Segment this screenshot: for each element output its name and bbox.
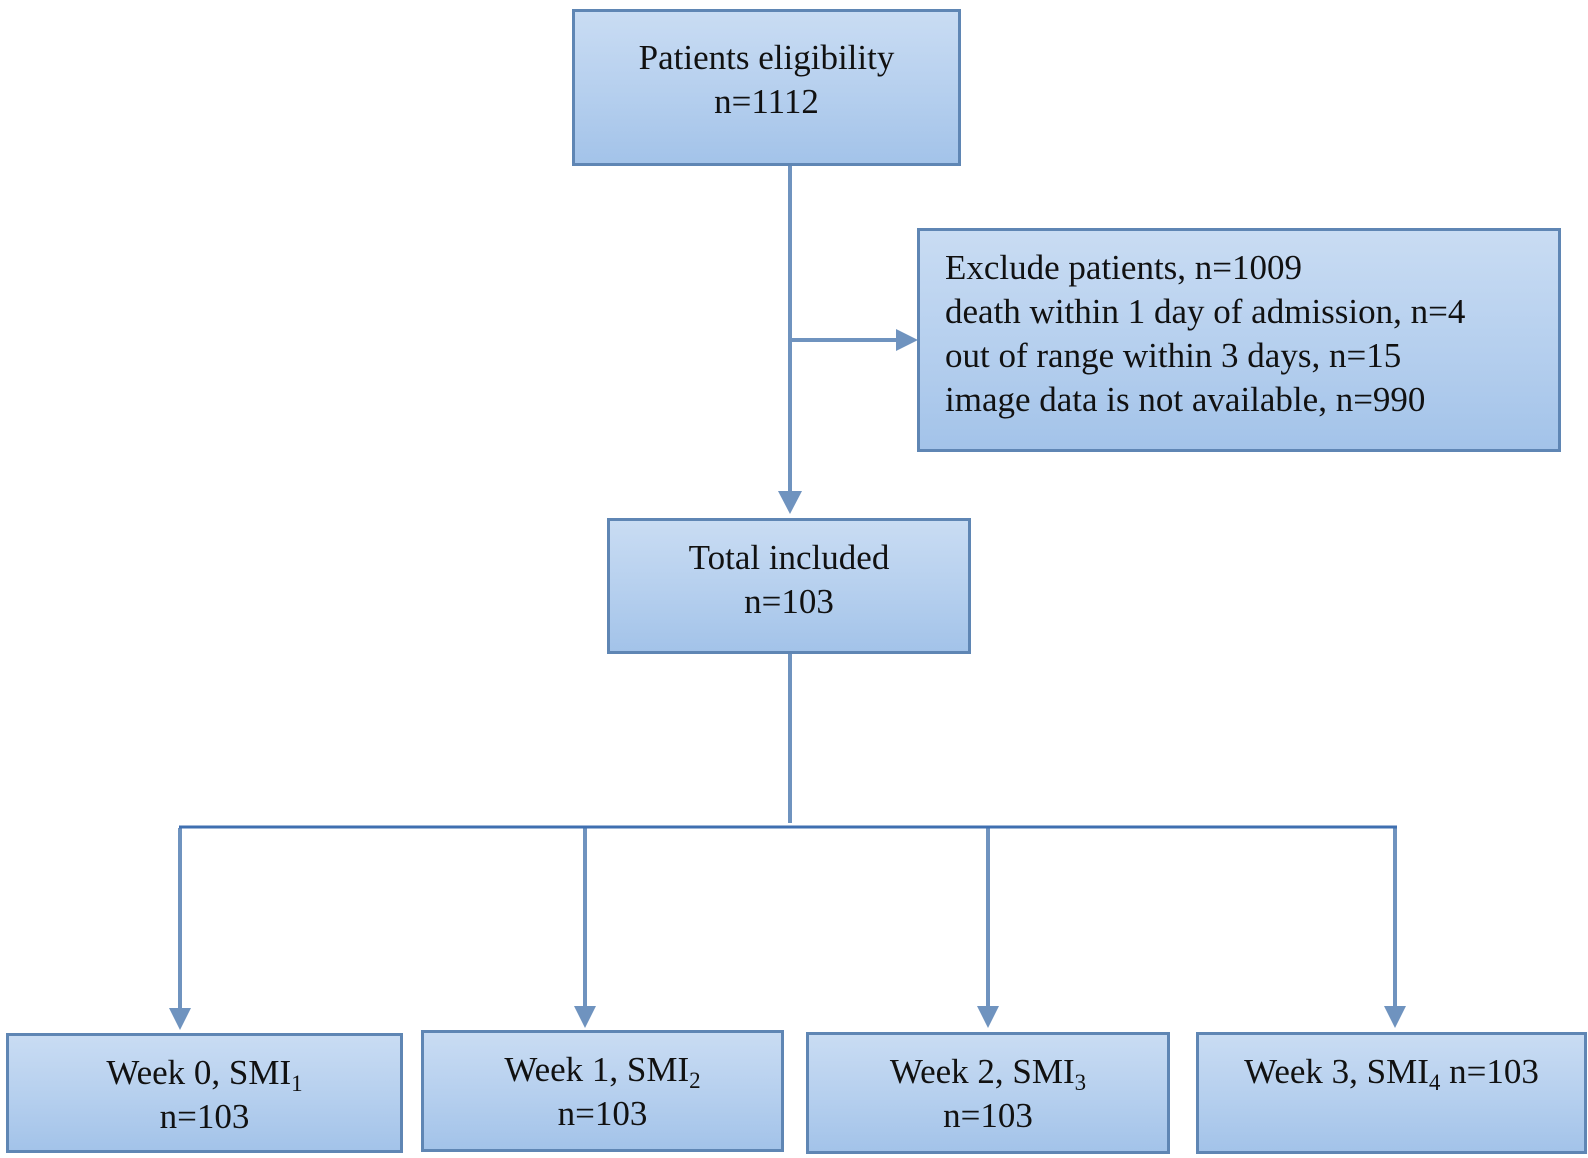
week0-count: n=103 <box>159 1097 250 1136</box>
week0-box: Week 0, SMI1 n=103 <box>6 1033 403 1153</box>
exclusion-total-line: Exclude patients, n=1009 <box>945 248 1303 287</box>
week3-count: n=103 <box>1440 1052 1539 1091</box>
week2-subscript: 3 <box>1074 1070 1087 1095</box>
eligibility-title: Patients eligibility <box>638 38 895 77</box>
week0-label: Week 0, SMI1 <box>106 1051 302 1095</box>
week0-label-text: Week 0, SMI <box>106 1053 292 1092</box>
week1-label-text: Week 1, SMI <box>504 1050 690 1089</box>
week3-box: Week 3, SMI4 n=103 <box>1196 1032 1587 1154</box>
arrowhead-to-total <box>778 491 802 514</box>
arrowhead-to-week1 <box>574 1006 596 1028</box>
arrowhead-to-exclusion <box>896 329 918 351</box>
exclusion-box: Exclude patients, n=1009 death within 1 … <box>917 228 1561 452</box>
eligibility-box: Patients eligibility n=1112 <box>572 9 961 166</box>
week3-label: Week 3, SMI4 n=103 <box>1244 1050 1539 1094</box>
arrowhead-to-week2 <box>977 1006 999 1028</box>
total-included-box: Total included n=103 <box>607 518 971 654</box>
week1-box: Week 1, SMI2 n=103 <box>421 1030 784 1152</box>
week1-label: Week 1, SMI2 <box>504 1048 700 1092</box>
exclusion-out-of-range-line: out of range within 3 days, n=15 <box>945 336 1402 375</box>
arrowhead-to-week0 <box>169 1008 191 1030</box>
eligibility-count: n=1112 <box>714 82 819 121</box>
week1-subscript: 2 <box>689 1068 701 1093</box>
week2-label-text: Week 2, SMI <box>889 1052 1075 1091</box>
week0-subscript: 1 <box>291 1071 303 1096</box>
total-included-title: Total included <box>688 538 890 577</box>
arrowhead-to-week3 <box>1384 1006 1406 1028</box>
week3-subscript: 4 <box>1428 1070 1441 1095</box>
exclusion-death-line: death within 1 day of admission, n=4 <box>945 292 1466 331</box>
week2-label: Week 2, SMI3 <box>890 1050 1086 1094</box>
week2-box: Week 2, SMI3 n=103 <box>806 1032 1170 1154</box>
week2-count: n=103 <box>943 1096 1033 1135</box>
total-included-count: n=103 <box>744 582 834 621</box>
exclusion-no-image-line: image data is not available, n=990 <box>945 380 1426 419</box>
week1-count: n=103 <box>557 1094 648 1133</box>
week3-label-text: Week 3, SMI <box>1244 1052 1429 1091</box>
